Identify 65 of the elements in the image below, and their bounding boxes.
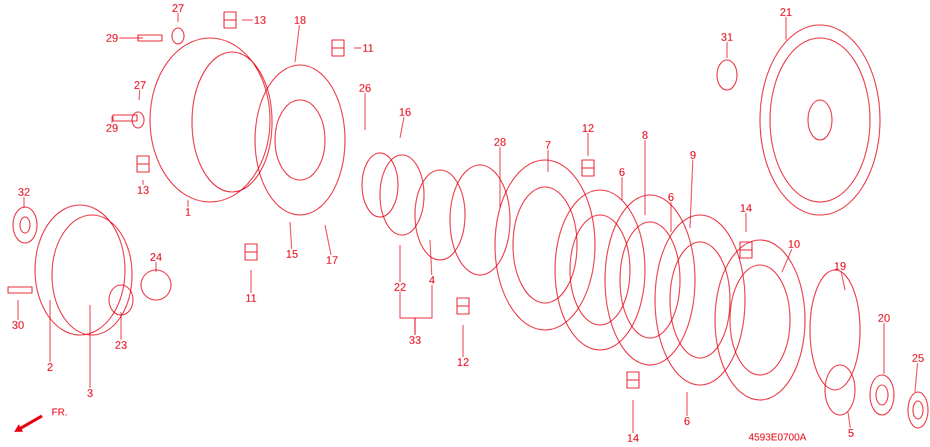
leader-line (400, 116, 404, 138)
callout-number: 6 (684, 417, 690, 425)
callout-number: 8 (642, 131, 648, 139)
leader-line (632, 400, 634, 434)
callout-number: 28 (494, 138, 506, 146)
callout-number: 10 (788, 240, 800, 248)
callout-number: 1 (186, 208, 191, 216)
leader-line (782, 248, 792, 272)
leader-line (690, 160, 694, 228)
callout-number: 20 (878, 314, 890, 322)
callout-number: 23 (115, 341, 127, 349)
callout-number: 22 (394, 283, 406, 291)
callout-number: 16 (400, 108, 411, 116)
bracket-line (414, 284, 432, 336)
callout-number: 12 (458, 358, 469, 366)
callout-number: 21 (780, 8, 792, 16)
leader-line (686, 392, 688, 416)
callout-number: 3 (87, 389, 93, 397)
callout-number: 29 (106, 124, 118, 132)
leader-line (462, 324, 464, 358)
leader-line (644, 140, 646, 216)
callout-number: 11 (246, 294, 256, 302)
callout-number: 31 (721, 33, 733, 41)
callout-number: 2 (48, 363, 53, 371)
callout-number: 12 (582, 124, 594, 132)
callout-number: 26 (359, 84, 371, 92)
leader-line (294, 24, 300, 62)
callout-number: 24 (150, 253, 162, 261)
leader-line (290, 222, 292, 250)
leader-line (364, 92, 366, 130)
callout-number: 19 (834, 262, 846, 270)
leader-line (726, 42, 728, 58)
leader-line (142, 180, 144, 186)
callout-number: 15 (286, 250, 298, 258)
callout-number: 27 (172, 4, 184, 12)
leader-line (848, 412, 851, 428)
callout-number: 33 (409, 336, 421, 344)
callout-number: 30 (12, 321, 24, 329)
leader-line (840, 270, 846, 290)
callout-number: 4 (429, 276, 435, 284)
leader-line (250, 270, 252, 294)
callout-number: 25 (912, 354, 924, 362)
leader-line (430, 240, 432, 276)
callout-number: 14 (740, 204, 752, 212)
callout-number: 6 (620, 168, 625, 176)
callout-number: 17 (326, 256, 338, 264)
callout-number: 18 (294, 16, 306, 24)
callout-number: 5 (848, 429, 854, 437)
callout-number: 29 (106, 34, 118, 42)
callout-number: 32 (18, 188, 30, 196)
direction-label: FR. (52, 408, 67, 416)
callout-number: 27 (134, 81, 146, 89)
leader-line (670, 202, 672, 232)
leader-line (120, 312, 122, 340)
callout-number: 11 (363, 44, 374, 52)
leader-line (138, 90, 140, 100)
callout-number: 13 (254, 16, 266, 24)
leader-line (324, 224, 332, 256)
callout-number: 9 (690, 151, 696, 159)
leader-line (914, 362, 918, 392)
callout-number: 13 (138, 186, 149, 194)
callout-number: 6 (668, 193, 674, 201)
callout-number: 7 (546, 141, 550, 149)
callout-number: 14 (628, 434, 639, 442)
part-code: 4593E0700A (748, 433, 806, 441)
